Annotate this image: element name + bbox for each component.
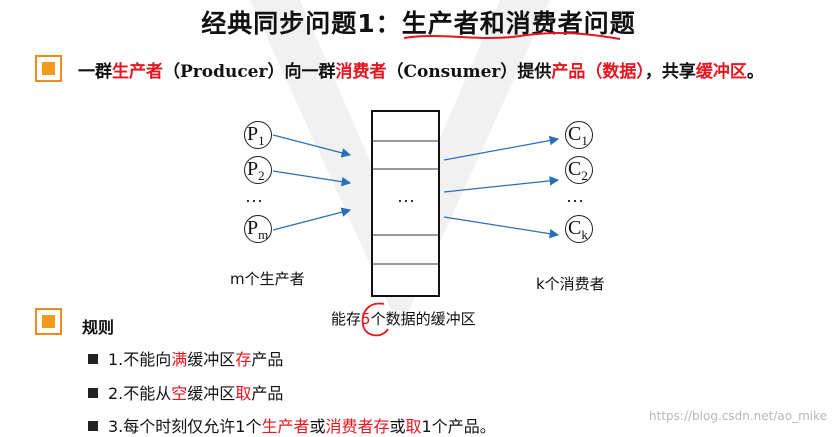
intro-part: （	[386, 62, 404, 82]
producer-circle-m: Pm	[244, 215, 272, 243]
rule-item-2: 2.不能从空缓冲区取产品	[88, 380, 283, 404]
intro-producer-en: Producer	[180, 62, 268, 82]
consumer-circle-k: Ck	[565, 215, 593, 243]
title-prefix: 经典同步问题1：	[201, 9, 402, 38]
buffer-caption: 能存5个数据的缓冲区	[331, 308, 476, 329]
intro-text: 一群生产者（Producer）向一群消费者（Consumer）提供产品（数据），…	[78, 57, 764, 82]
title-underline	[403, 31, 621, 40]
caption-number: 5	[361, 310, 371, 328]
intro-part: ，共享	[644, 62, 696, 82]
intro-part: 。	[746, 62, 764, 82]
rule-item-1: 1.不能向满缓冲区存产品	[88, 346, 283, 370]
caption-circle-mark	[361, 302, 389, 337]
producer-circle-1: P1	[244, 121, 272, 149]
caption-part: 个数据的缓冲区	[370, 310, 476, 328]
consumer-ellipsis: …	[566, 186, 584, 206]
producer-ellipsis: …	[245, 186, 263, 206]
caption-part: 能存	[331, 310, 362, 328]
buffer-box	[371, 110, 440, 297]
consumer-circle-2: C2	[565, 156, 593, 184]
rule-item-3: 3.每个时刻仅允许1个生产者或消费者存或取1个产品。	[88, 413, 496, 437]
consumer-circle-1: C1	[565, 121, 593, 149]
producer-circle-2: P2	[244, 156, 272, 184]
intro-part: ）向一群	[267, 62, 336, 82]
intro-buffer: 缓冲区	[695, 62, 747, 82]
intro-part: ）提供	[500, 62, 552, 82]
arrow-p1	[272, 134, 352, 158]
producers-label: m个生产者	[230, 270, 305, 288]
intro-consumer: 消费者	[335, 62, 387, 82]
title-main: 生产者和消费者问题	[401, 9, 636, 38]
square-bullet-icon	[88, 354, 98, 364]
intro-part: 一群	[78, 62, 112, 82]
url-watermark: https://blog.csdn.net/ao_mike	[649, 409, 827, 423]
intro-producer: 生产者	[112, 62, 163, 82]
page-title: 经典同步问题1：生产者和消费者问题	[0, 4, 837, 40]
orange-bullet-icon	[35, 308, 62, 335]
consumers-label: k个消费者	[536, 275, 605, 293]
square-bullet-icon	[88, 388, 98, 398]
intro-product: 产品（数据）	[551, 62, 645, 82]
buffer-ellipsis: …	[397, 186, 415, 206]
orange-bullet-icon	[35, 55, 62, 82]
intro-part: （	[163, 62, 180, 82]
intro-consumer-en: Consumer	[403, 62, 501, 82]
square-bullet-icon	[88, 421, 98, 431]
rules-heading: 规则	[82, 318, 115, 337]
